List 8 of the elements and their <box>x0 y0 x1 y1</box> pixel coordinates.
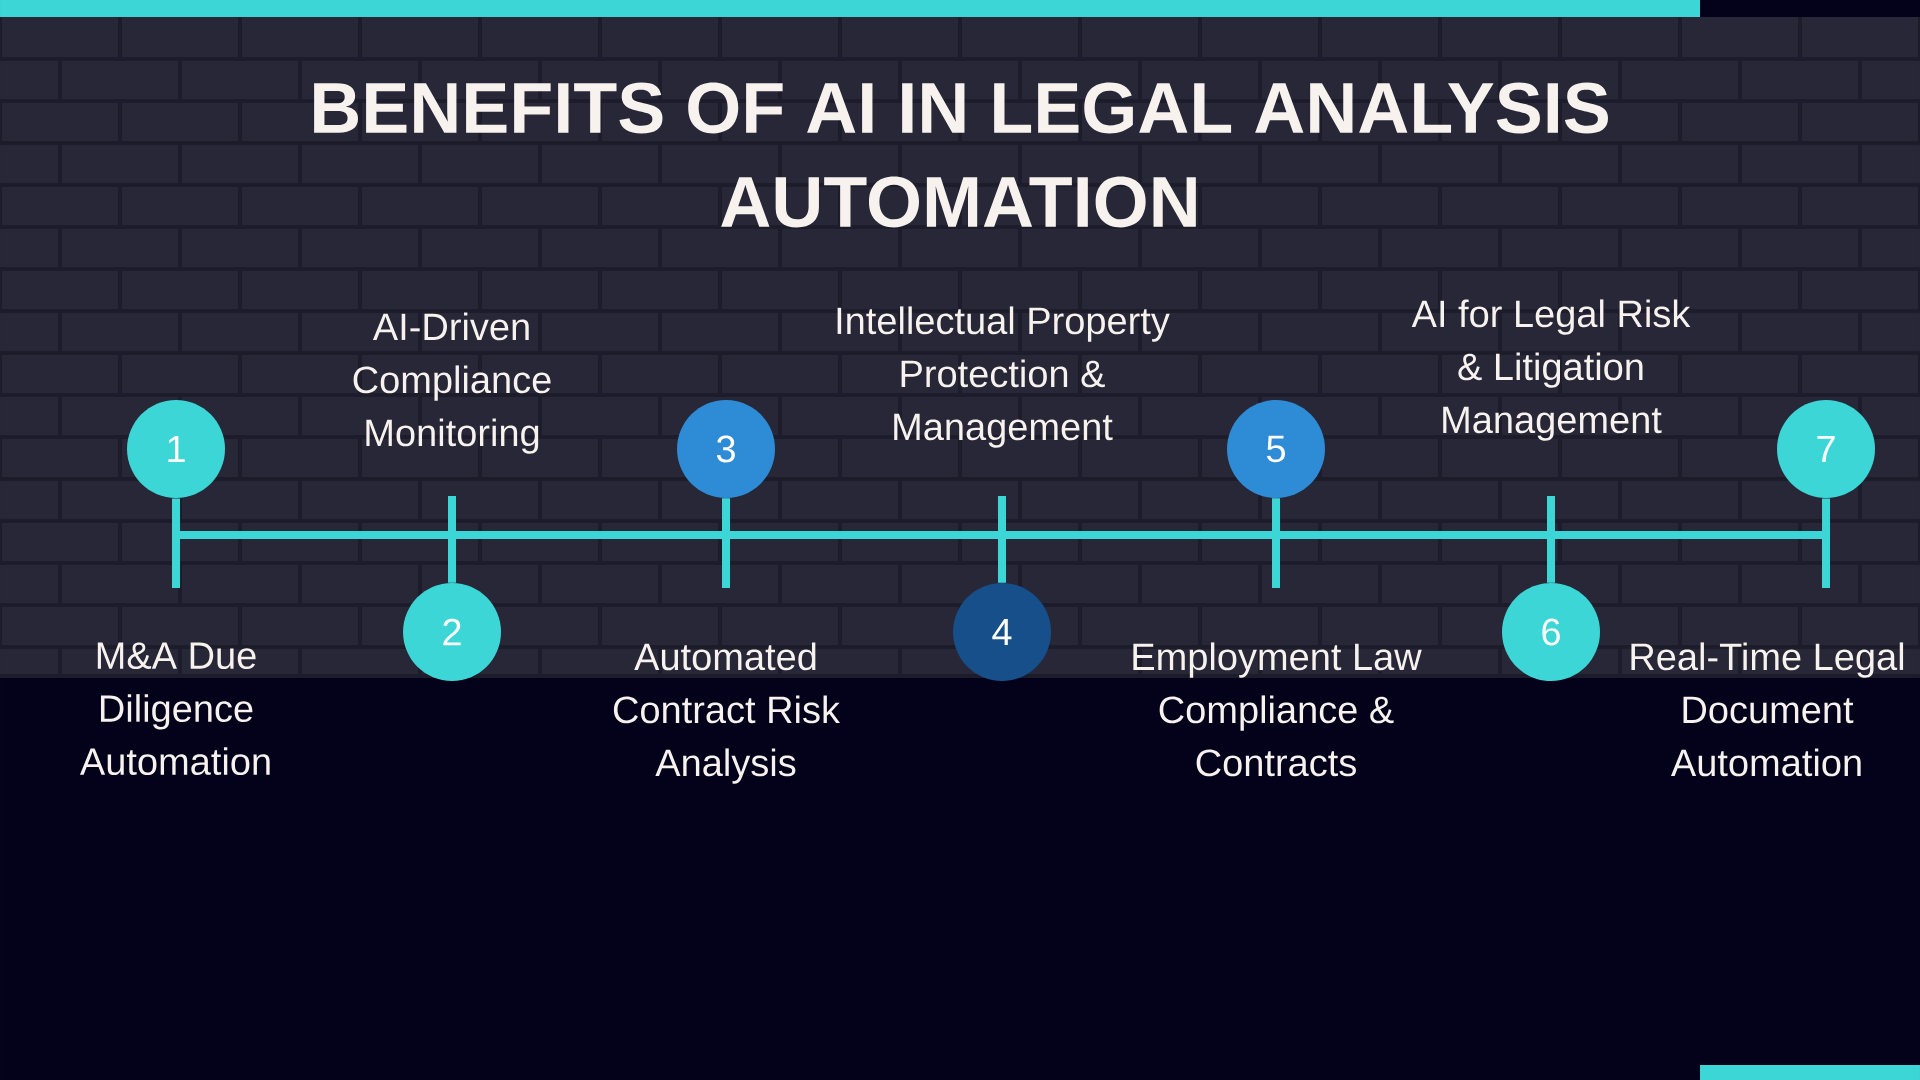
step-label: Employment Law Compliance & Contracts <box>1133 642 1422 777</box>
step-label: M&A Due Diligence Automation <box>79 642 270 776</box>
step-label: AI for Legal Risk & Litigation Management <box>1411 299 1691 441</box>
step-label: Automated Contract Risk Analysis <box>613 642 840 784</box>
step-label: Real-Time Legal Document Automation <box>1631 642 1904 777</box>
step-label: Intellectual Property Protection & Management <box>837 306 1170 448</box>
title: BENEFITS OF AI IN LEGAL ANALYSIS AUTOMATION <box>314 82 1608 228</box>
step-label: AI-Driven Compliance Monitoring <box>353 312 551 454</box>
